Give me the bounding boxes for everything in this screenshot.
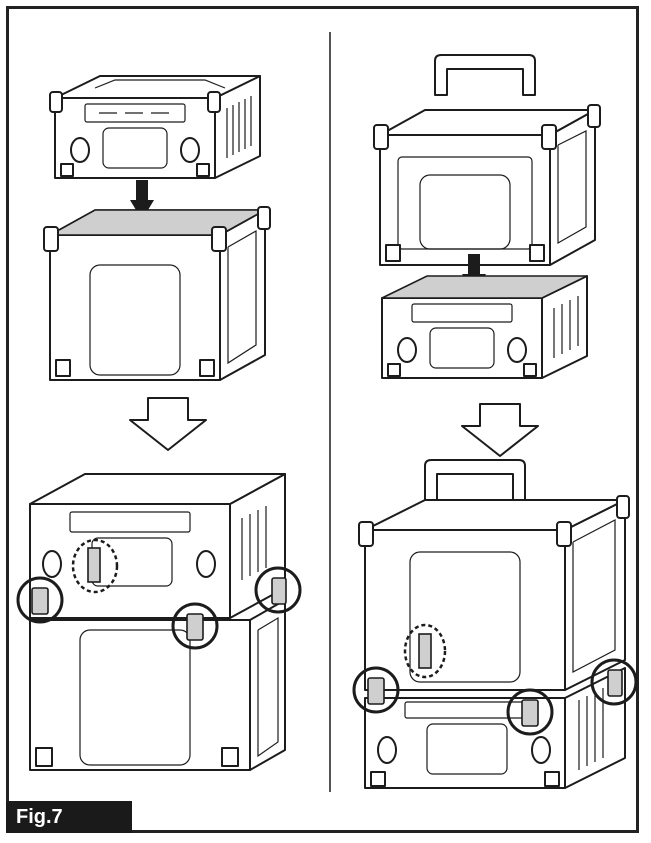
figure-label: Fig.7 [6, 801, 132, 833]
left-hollow-arrow [129, 397, 207, 451]
left-power-unit [49, 75, 261, 179]
right-stacked-result [352, 459, 638, 789]
right-upper-case [373, 54, 601, 266]
right-power-unit [381, 275, 588, 379]
left-stacked-result [16, 473, 302, 771]
right-hollow-arrow [461, 403, 539, 457]
left-lower-case [43, 206, 271, 381]
